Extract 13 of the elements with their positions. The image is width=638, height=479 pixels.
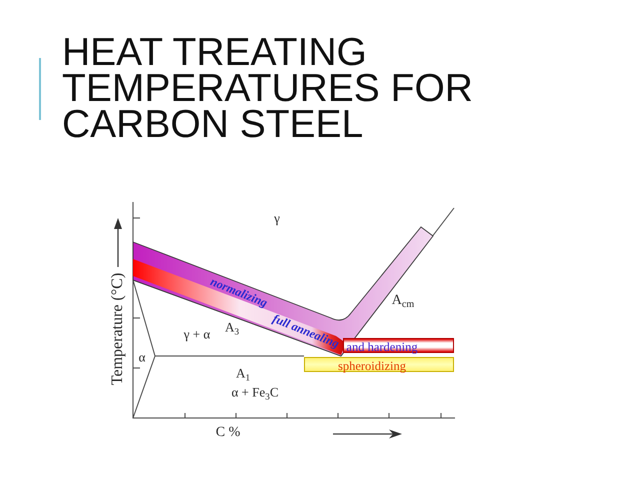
slide-title: HEAT TREATING TEMPERATURES FOR CARBON STEEL (62, 35, 474, 143)
bar-label: spheroidizing (338, 359, 406, 372)
axis-label: C % (216, 426, 240, 440)
temperature-band (133, 226, 433, 356)
temperature-range-bar (304, 357, 454, 372)
phase-label: γ + α (184, 328, 210, 340)
line-label: A$_{3}$ (224, 320, 240, 334)
phase-label: α + Fe$_{3}$C (232, 386, 278, 398)
line-label: A$_{cm}$ (392, 294, 414, 308)
axis-label: Temperature (°C) (110, 272, 126, 386)
line-label: A$_{1}$ (236, 366, 250, 380)
phase-label: α (138, 350, 146, 364)
phase-label: γ (274, 212, 280, 224)
